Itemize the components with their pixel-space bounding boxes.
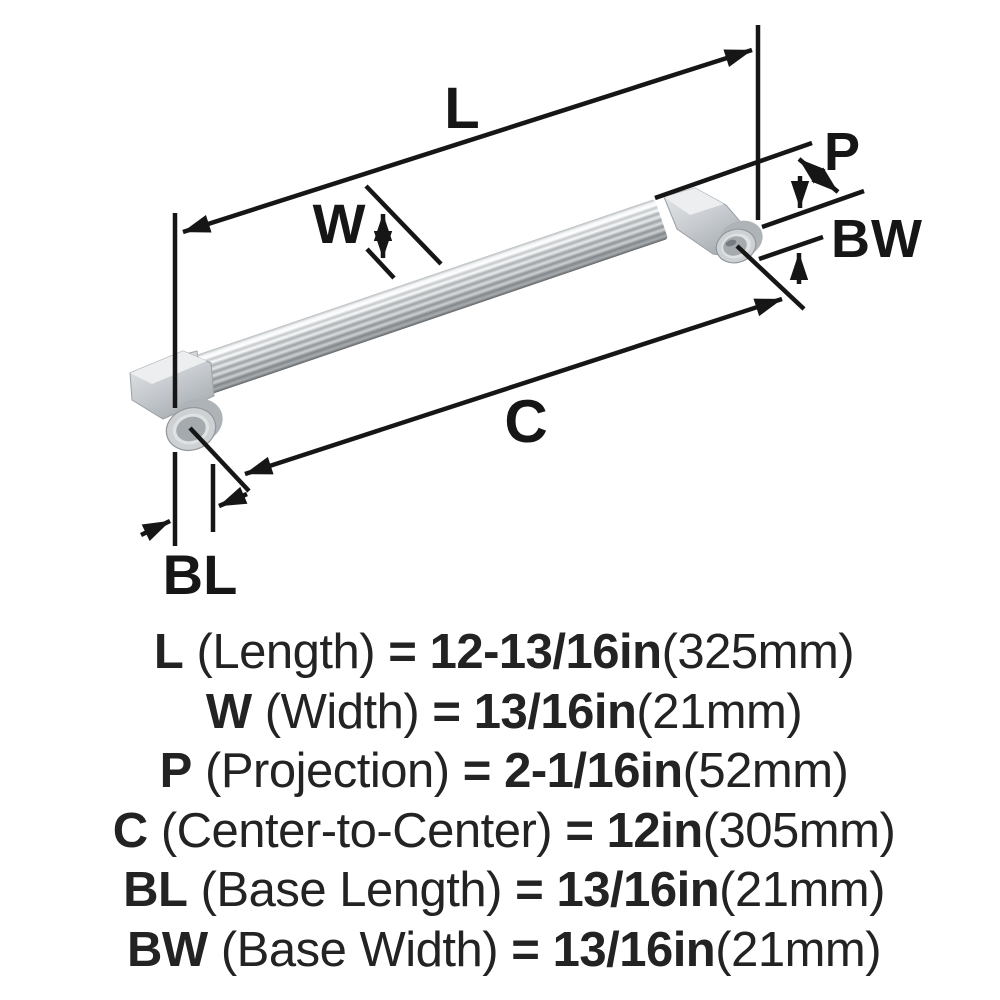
legend-equals: = [565, 803, 594, 858]
legend-value-metric: (21mm) [715, 922, 882, 977]
legend-value-metric: (21mm) [636, 684, 803, 739]
legend-value-imperial: 2-1/16in [504, 744, 683, 798]
dim-C-tick-right [735, 244, 806, 311]
legend-symbol: BL [123, 863, 188, 917]
legend-symbol: P [159, 744, 193, 798]
label-C: C [504, 388, 547, 455]
legend-symbol: L [153, 625, 184, 679]
legend-row-P: P(Projection)=2-1/16in(52mm) [4, 742, 1000, 802]
dimension-lines [140, 25, 865, 546]
legend-name: (Width) [264, 684, 420, 739]
legend-value-metric: (325mm) [661, 625, 855, 679]
legend-value-metric: (305mm) [702, 803, 896, 858]
dim-W-tick-top [364, 184, 443, 266]
legend-value-metric: (52mm) [682, 744, 849, 798]
legend-value-imperial: 13/16in [556, 863, 720, 917]
legend-name: (Center-to-Center) [160, 803, 553, 858]
legend-row-BL: BL(Base Length)=13/16in(21mm) [4, 861, 1000, 921]
dim-BW-extension-bottom [758, 234, 824, 262]
legend-name: (Projection) [205, 744, 450, 798]
legend-symbol: BW [126, 922, 208, 977]
label-BW: BW [831, 209, 923, 269]
legend-name: (Length) [196, 625, 376, 679]
handle-bar [182, 199, 668, 400]
label-BL: BL [163, 543, 238, 606]
dim-arrow-BL-left [140, 518, 171, 542]
label-L: L [444, 76, 479, 141]
legend-value-imperial: 12in [606, 803, 704, 858]
dimension-labels: L W P C BL BW [163, 76, 923, 606]
label-W: W [313, 192, 366, 255]
left-foot-top-face [130, 351, 207, 384]
legend-value-imperial: 13/16in [552, 922, 716, 977]
legend-equals: = [388, 625, 417, 679]
legend-equals: = [432, 684, 461, 739]
dim-C-tick-left [188, 426, 251, 493]
legend-equals: = [511, 922, 540, 977]
dim-line-C [244, 296, 783, 477]
legend-value-imperial: 12-13/16in [429, 625, 663, 679]
legend-equals: = [462, 744, 492, 798]
legend-row-C: C(Center-to-Center)=12in(305mm) [4, 802, 1000, 862]
legend-row-W: W(Width)=13/16in(21mm) [4, 683, 1000, 743]
legend-name: (Base Width) [220, 922, 499, 977]
dim-arrow-P [797, 157, 840, 194]
label-P: P [824, 122, 860, 182]
legend-value-imperial: 13/16in [473, 684, 637, 739]
dim-W-tick-bottom [365, 247, 396, 280]
legend-row-BW: BW(Base Width)=13/16in(21mm) [4, 921, 1000, 981]
legend-symbol: C [112, 803, 148, 858]
legend-equals: = [515, 863, 544, 917]
dim-line-L [182, 47, 753, 235]
handle-bar-body [182, 199, 668, 400]
dimension-legend: L(Length)=12-13/16in(325mm) W(Width)=13/… [4, 623, 1000, 980]
legend-value-metric: (21mm) [719, 863, 885, 917]
right-post-screw-mark [725, 239, 737, 247]
dim-P-extension-bottom [761, 188, 865, 230]
pull-handle [129, 187, 763, 452]
legend-row-L: L(Length)=12-13/16in(325mm) [4, 623, 1000, 683]
legend-symbol: W [205, 684, 252, 739]
legend-name: (Base Length) [200, 863, 503, 917]
dim-arrow-BL-right [218, 486, 248, 509]
dimension-diagram: L W P C BL BW [129, 25, 923, 606]
pull-handle-diagram-svg: L W P C BL BW [129, 25, 923, 606]
dim-P-extension-top [654, 140, 813, 201]
